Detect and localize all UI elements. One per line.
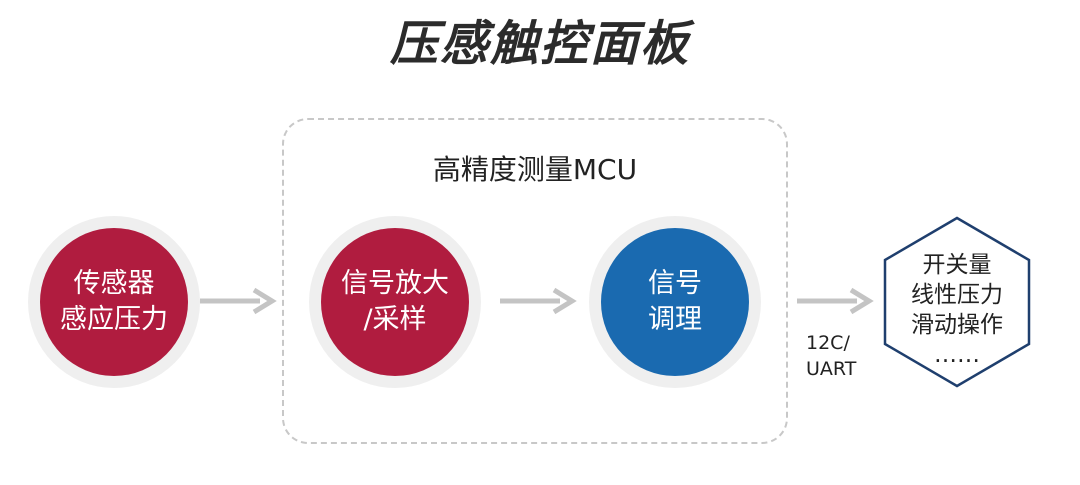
mcu-group-frame (282, 118, 788, 444)
page-title: 压感触控面板 (389, 16, 690, 72)
hexagon-shape (883, 216, 1031, 388)
interface-label-line2: UART (806, 358, 857, 380)
output-item-slide: 滑动操作 (911, 312, 1003, 338)
sensor-label-line2: 感应压力 (60, 304, 168, 335)
conditioning-label-line1: 信号 (648, 268, 702, 299)
amplify-label-line2: /采样 (363, 304, 427, 335)
conditioning-node: 信号 调理 (589, 216, 761, 388)
conditioning-label-line2: 调理 (648, 304, 702, 335)
interface-label: 12C/ UART (806, 330, 876, 382)
sensor-circle: 传感器 感应压力 (40, 228, 188, 376)
mcu-label: 高精度测量MCU (432, 153, 638, 186)
output-item-linear-pressure: 线性压力 (911, 282, 1003, 308)
output-item-ellipsis: …… (934, 342, 980, 368)
arrow-right-icon (797, 287, 874, 315)
conditioning-circle: 信号 调理 (601, 228, 749, 376)
amplify-sample-node: 信号放大 /采样 (309, 216, 481, 388)
arrow-right-icon (200, 287, 277, 315)
interface-label-line1: 12C/ (806, 332, 850, 354)
sensor-label-line1: 传感器 (73, 268, 155, 299)
output-item-switch: 开关量 (922, 252, 992, 278)
arrow-right-icon (500, 287, 577, 315)
output-list: 开关量 线性压力 滑动操作 …… (882, 250, 1032, 370)
sensor-node: 传感器 感应压力 (28, 216, 200, 388)
amplify-sample-circle: 信号放大 /采样 (321, 228, 469, 376)
amplify-label-line1: 信号放大 (341, 268, 449, 299)
